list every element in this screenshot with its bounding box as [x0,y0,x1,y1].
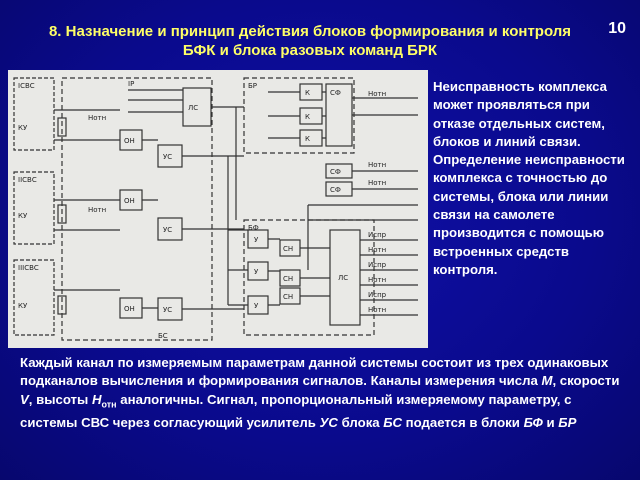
label-sf-3: СФ [330,186,341,194]
label-us-3: УС [163,306,172,314]
label-us-2: УС [163,226,172,234]
symbol-br: БР [558,414,577,430]
label-on-3: ОН [124,305,135,313]
symbol-us: УС [319,414,338,430]
label-hotn-7: Нотн [368,276,386,284]
bottom-text-part6: подается в блоки [401,414,524,430]
label-us-1: УС [163,153,172,161]
bottom-text-part1: Каждый канал по измеряемым параметрам да… [20,355,609,389]
label-ky-3: КУ [18,302,28,310]
label-hotn-5: Нотн [368,179,386,187]
label-hotn-3: Нотн [368,90,386,98]
symbol-h: H [91,391,102,407]
label-sn-2: СН [283,275,293,283]
symbol-h-sub: отн [101,399,117,410]
label-hotn-2: Нотн [88,206,106,214]
label-hotn-6: Нотн [368,246,386,254]
label-ls-bf: ЛС [338,274,348,282]
label-ir: ІР [128,80,134,88]
block-diagram-svg: ІСВС ІІСВС ІІІСВС БР БФ БС СФ СФ СФ ЛС Л… [13,77,418,341]
label-iiisvs: ІІІСВС [18,264,39,272]
label-on-1: ОН [124,137,135,145]
label-bs: БС [158,332,168,340]
label-ispr-2: Испр [368,261,387,269]
side-description: Неисправность комплекса может проявлятьс… [433,79,625,277]
label-k-2: К [305,113,310,121]
label-bf: БФ [248,224,259,232]
slide-title: 8. Назначение и принцип действия блоков … [48,23,572,59]
label-sn-3: СН [283,293,293,301]
label-u-1: У [254,236,259,244]
bottom-text-part2: , скорости [552,373,620,389]
label-ispr-3: Испр [368,291,387,299]
bottom-text-part3: , высоты [28,391,92,407]
label-ky-1: КУ [18,124,28,132]
label-k-1: К [305,89,310,97]
bottom-text-part5: блока [337,414,384,430]
label-ispr-1: Испр [368,231,387,239]
diagram-labels: ІСВС ІІСВС ІІІСВС БР БФ БС СФ СФ СФ ЛС Л… [18,80,387,340]
label-on-2: ОН [124,197,135,205]
label-br: БР [248,82,257,90]
label-ky-2: КУ [18,212,28,220]
bottom-description: Каждый канал по измеряемым параметрам да… [20,354,620,432]
label-isvs: ІСВС [18,82,35,90]
label-hotn-1: Нотн [88,114,106,122]
label-ls-p3: ЛС [188,104,198,112]
label-u-2: У [254,268,259,276]
block-diagram: ІСВС ІІСВС ІІІСВС БР БФ БС СФ СФ СФ ЛС Л… [8,70,428,348]
label-hotn-8: Нотн [368,306,386,314]
symbol-v: V [20,391,29,407]
page-number: 10 [608,20,626,37]
bottom-text-part7: и [542,414,559,430]
symbol-m: M [541,373,553,389]
bottom-text-part4: аналогичны. Сигнал, пропорциональный изм… [20,391,572,430]
label-iisvs: ІІСВС [18,176,37,184]
label-sf-1: СФ [330,89,341,97]
label-hotn-4: Нотн [368,161,386,169]
label-u-3: У [254,302,259,310]
label-sf-2: СФ [330,168,341,176]
label-sn-1: СН [283,245,293,253]
symbol-bs: БС [383,414,402,430]
label-k-3: К [305,135,310,143]
symbol-bf: БФ [523,414,543,430]
